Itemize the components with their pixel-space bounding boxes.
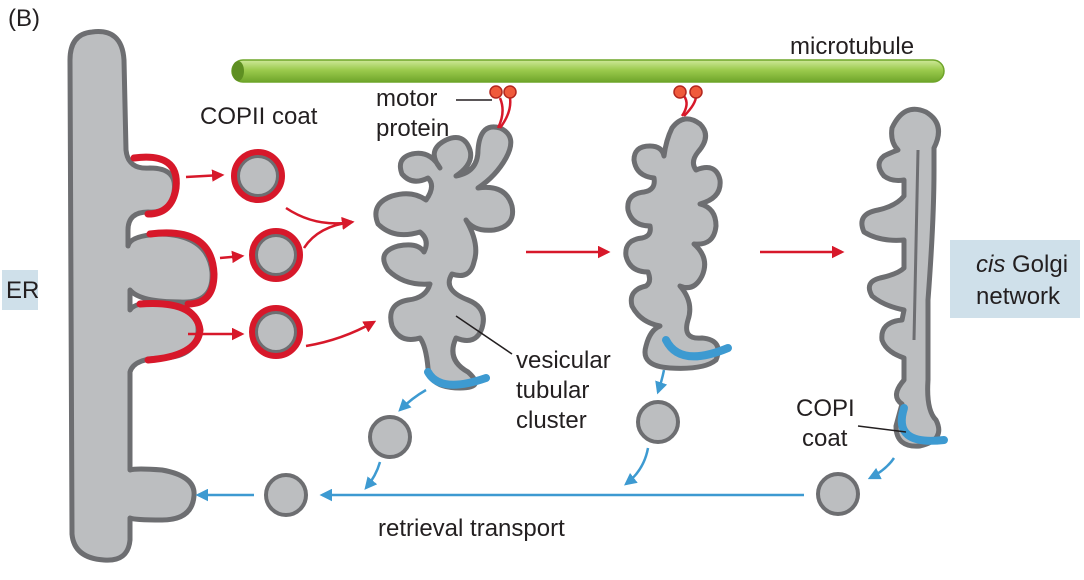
arrow-er-to-vesicle-2 xyxy=(219,250,245,264)
copi-coat-label-line1: COPI xyxy=(796,395,855,422)
copi-coat-leader xyxy=(857,425,907,433)
arrow-vesicle1-to-retrieval xyxy=(364,461,382,490)
copii-coat-er-bud-3 xyxy=(136,300,204,364)
copii-vesicle-3 xyxy=(249,305,303,359)
motor-protein-2 xyxy=(673,85,703,117)
vtc-label-line2: tubular xyxy=(516,377,589,404)
golgi-label-box xyxy=(950,240,1080,318)
vtc-label-line1: vesicular xyxy=(516,347,611,374)
er-membrane xyxy=(67,29,215,563)
copi-coat-label-line2: coat xyxy=(802,425,848,452)
microtubule-label: microtubule xyxy=(790,33,914,60)
copii-vesicle-2 xyxy=(249,228,303,282)
vtc-label-leader xyxy=(455,315,513,355)
arrow-vtc1-bud xyxy=(398,388,427,412)
vtc-1 xyxy=(373,124,516,391)
copi-vesicle-golgi xyxy=(816,472,860,516)
copi-coat-golgi xyxy=(897,404,948,445)
panel-label: (B) xyxy=(8,5,40,32)
vtc-2 xyxy=(623,116,723,371)
cis-golgi-italic: cis xyxy=(976,251,1005,278)
copii-coat-label: COPII coat xyxy=(200,103,318,130)
golgi-lumen-1 xyxy=(912,149,920,341)
arrow-vesicle3-to-vtc xyxy=(305,320,377,348)
copi-vesicle-near-er xyxy=(264,473,308,517)
motor-protein-1 xyxy=(489,85,517,129)
motor-protein-label-line1: motor xyxy=(376,85,437,112)
copi-coat-vtc-2 xyxy=(662,336,732,361)
arrow-er-to-vesicle-1 xyxy=(185,169,225,182)
copii-vesicle-1 xyxy=(231,149,285,203)
vtc-label-line3: cluster xyxy=(516,407,587,434)
arrow-vtc2-bud xyxy=(655,369,668,395)
cis-golgi-network xyxy=(859,106,942,449)
arrow-vesicle2-to-retrieval xyxy=(624,447,650,486)
arrow-vesicle1-to-vtc xyxy=(285,206,355,230)
motor-protein-label-line2: protein xyxy=(376,115,449,142)
microtubule xyxy=(231,59,945,83)
cis-golgi-label-line2: network xyxy=(976,283,1061,310)
copi-vesicle-vtc1 xyxy=(368,415,412,459)
cis-golgi-word: Golgi xyxy=(1005,251,1068,278)
er-label: ER xyxy=(6,277,39,304)
er-label-box xyxy=(2,270,38,310)
arrow-golgi-bud xyxy=(867,457,896,480)
copi-coat-vtc-1 xyxy=(424,368,490,389)
copi-vesicle-vtc2 xyxy=(636,400,680,444)
retrieval-transport-label: retrieval transport xyxy=(378,515,565,542)
copii-coat-er-bud-2 xyxy=(146,229,218,308)
copii-coat-er-bud-1 xyxy=(130,153,180,218)
arrow-vesicle2-to-vtc xyxy=(302,216,355,249)
cis-golgi-label-line1: cis Golgi xyxy=(976,251,1068,278)
